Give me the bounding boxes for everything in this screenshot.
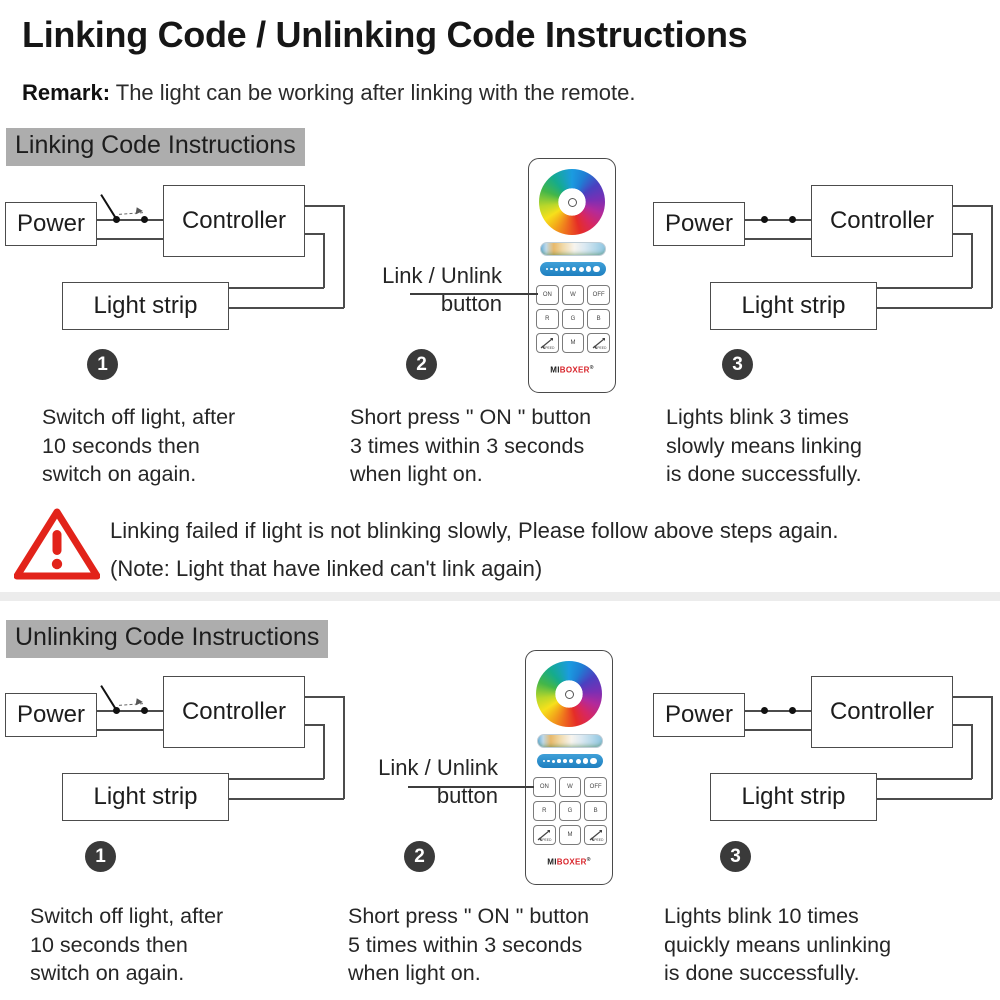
light-strip-box: Light strip [710,773,877,821]
section-heading-linking: Linking Code Instructions [6,128,305,166]
green-button[interactable]: G [561,309,585,329]
light-strip-box: Light strip [62,773,229,821]
step-caption-3: Lights blink 10 times quickly means unli… [664,904,892,986]
light-strip-box: Light strip [62,282,229,330]
step-caption-1: Switch off light, after 10 seconds then … [42,405,236,487]
mode-button[interactable]: M [561,333,585,353]
controller-box: Controller [163,676,305,748]
svg-text:SPEED: SPEED [543,346,555,350]
remote-keypad[interactable]: ON W OFF R G B SPEED M SPEED [536,285,610,353]
closed-switch-node [789,707,796,714]
white-button[interactable]: W [558,777,582,797]
speed-plus-button[interactable]: SPEED [587,333,610,353]
white-button[interactable]: W [561,285,585,305]
warning-line-2: (Note: Light that have linked can't link… [110,556,543,581]
color-wheel-icon[interactable] [536,661,602,727]
speed-minus-button[interactable]: SPEED [533,825,556,845]
remark-text: The light can be working after linking w… [110,80,636,105]
closed-switch-node [761,216,768,223]
step-badge-1: 1 [85,841,116,872]
controller-box: Controller [163,185,305,257]
step-badge-2: 2 [406,349,437,380]
step-caption-3: Lights blink 3 times slowly means linkin… [666,405,862,487]
svg-text:SPEED: SPEED [540,838,552,842]
warning-triangle-icon [14,508,100,580]
off-button[interactable]: OFF [587,285,610,305]
power-box: Power [653,202,745,246]
off-button[interactable]: OFF [584,777,607,797]
brand-suffix: BOXER [556,858,587,867]
step-caption-2: Short press " ON " button 5 times within… [348,904,590,986]
brand-suffix: BOXER [559,366,590,375]
svg-text:SPEED: SPEED [592,838,604,842]
color-temperature-slider[interactable] [540,242,606,256]
red-button[interactable]: R [533,801,556,821]
speed-minus-button[interactable]: SPEED [536,333,559,353]
red-button[interactable]: R [536,309,559,329]
wiring-diagram-unlinking-left: Power Controller Light strip [0,676,345,826]
brand-logo: MIBOXER® [529,365,615,375]
section-heading-unlinking: Unlinking Code Instructions [6,620,329,658]
power-box: Power [653,693,745,737]
green-button[interactable]: G [558,801,582,821]
mode-button[interactable]: M [558,825,582,845]
color-wheel-knob[interactable] [567,197,577,207]
link-unlink-callout-label: Link / Unlink button [378,755,498,808]
remote-control-unlinking[interactable]: ON W OFF R G B SPEED M SPEED MIBOXER® [525,650,613,885]
remote-keypad[interactable]: ON W OFF R G B SPEED M SPEED [533,777,607,845]
open-switch-lever [100,193,119,221]
speed-plus-button[interactable]: SPEED [584,825,607,845]
brand-logo: MIBOXER® [526,857,612,867]
step-badge-3: 3 [722,349,753,380]
wiring-diagram-linking-right: Power Controller Light strip [648,185,1000,335]
open-switch-lever [100,684,119,712]
closed-switch-node [761,707,768,714]
color-temperature-slider[interactable] [537,734,603,748]
brand-prefix: MI [547,858,557,867]
power-box: Power [5,693,97,737]
warning-line-1: Linking failed if light is not blinking … [110,518,839,543]
color-wheel-knob[interactable] [564,689,574,699]
brand-mark: ® [586,857,591,864]
remote-control-linking[interactable]: ON W OFF R G B SPEED M SPEED MIBOXER® [528,158,616,393]
closed-switch-node [789,216,796,223]
callout-leader-line [408,786,534,788]
on-button[interactable]: ON [533,777,556,797]
brand-mark: ® [589,365,594,372]
light-strip-box: Light strip [710,282,877,330]
section-divider [0,592,1000,601]
power-box: Power [5,202,97,246]
step-badge-3: 3 [720,841,751,872]
remark-line: Remark: The light can be working after l… [22,80,635,106]
color-wheel-icon[interactable] [539,169,605,235]
on-button[interactable]: ON [536,285,559,305]
blue-button[interactable]: B [584,801,607,821]
remark-label: Remark: [22,80,111,105]
step-caption-2: Short press " ON " button 3 times within… [350,405,592,487]
callout-leader-line [410,293,538,295]
wiring-diagram-unlinking-right: Power Controller Light strip [648,676,1000,826]
link-unlink-callout-label: Link / Unlink button [382,263,502,316]
svg-text:SPEED: SPEED [595,346,607,350]
controller-box: Controller [811,185,953,257]
step-caption-1: Switch off light, after 10 seconds then … [30,904,224,986]
step-badge-2: 2 [404,841,435,872]
controller-box: Controller [811,676,953,748]
page-title: Linking Code / Unlinking Code Instructio… [22,14,748,55]
wiring-diagram-linking-left: Power Controller Light strip [0,185,345,335]
step-badge-1: 1 [87,349,118,380]
brightness-slider[interactable] [537,754,603,768]
brand-prefix: MI [550,366,560,375]
brightness-slider[interactable] [540,262,606,276]
blue-button[interactable]: B [587,309,610,329]
